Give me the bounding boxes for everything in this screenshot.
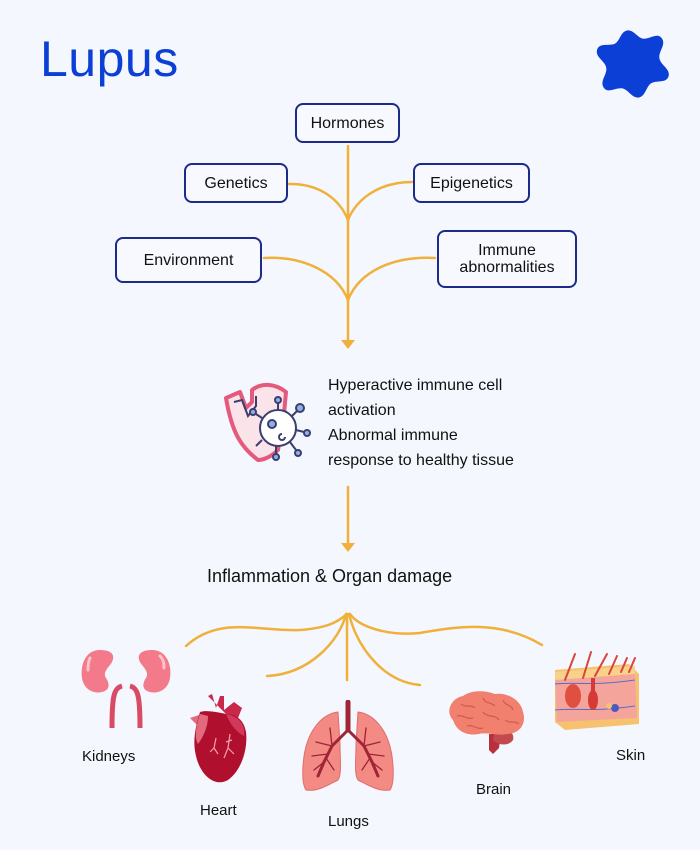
mechanism-line: response to healthy tissue [328,452,514,469]
factor-label-line2: abnormalities [459,259,555,276]
branch-kidneys [184,612,349,648]
arrow-head-1 [341,340,355,349]
factor-label: Epigenetics [430,174,513,192]
factor-immune-abnormalities: Immune abnormalities [437,230,577,288]
factor-environment: Environment [115,237,262,283]
skin-icon [555,651,639,730]
mechanism-line: Abnormal immune [328,427,458,444]
organ-label-kidneys: Kidneys [82,748,136,765]
connector-environment [262,256,350,302]
mechanism-line: Hyperactive immune cell [328,377,503,394]
factor-label: Genetics [204,174,268,192]
branch-brain [347,612,422,687]
organ-label-heart: Heart [200,802,237,819]
connector-genetics [286,182,350,222]
lungs-icon [302,700,394,791]
heart-icon [190,694,247,783]
factor-label-line1: Immune [478,242,536,259]
mechanism-text: Hyperactive immune cell activation Abnor… [328,373,514,473]
factor-label: Environment [143,251,234,269]
organ-label-skin: Skin [616,747,646,764]
factor-hormones: Hormones [295,103,400,143]
blue-star-blob-icon [596,30,669,98]
connector-immune [346,256,437,302]
arrow-head-2 [341,543,355,552]
branch-heart [265,612,348,678]
brain-icon [449,691,525,754]
organ-label-lungs: Lungs [328,813,369,830]
factor-epigenetics: Epigenetics [413,163,530,203]
page-title: Lupus [40,31,179,87]
kidneys-icon [81,650,171,729]
connector-epigenetics [346,180,414,222]
outcome-label: Inflammation & Organ damage [207,566,453,586]
factor-genetics: Genetics [184,163,288,203]
branch-skin [348,612,544,647]
organ-label-brain: Brain [476,781,512,798]
factor-label: Hormones [310,114,385,132]
broken-shield-virus-icon [224,383,311,462]
mechanism-line: activation [328,402,396,419]
